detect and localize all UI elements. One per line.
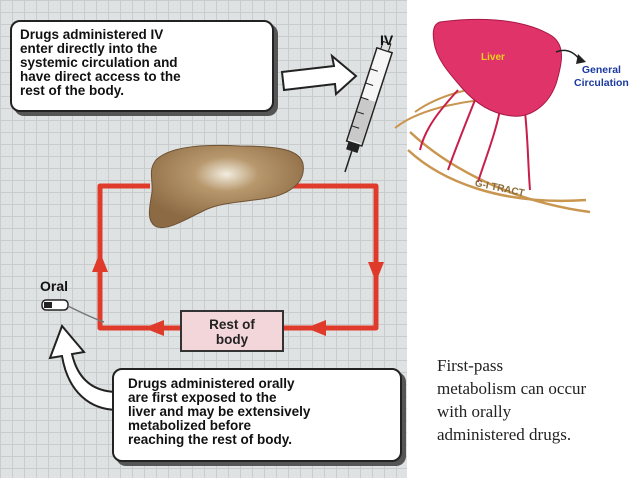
iv-callout: Drugs administered IV enter directly int… [10, 20, 274, 112]
iv-callout-line: have direct access to the [20, 69, 181, 84]
oral-callout-line: metabolized before [128, 418, 252, 433]
liver-shape [148, 144, 304, 228]
oral-label: Oral [40, 278, 69, 294]
caption-line: administered drugs. [437, 425, 572, 444]
iv-callout-line: systemic circulation and [20, 55, 178, 70]
liver-pink-shape [432, 18, 562, 117]
oral-callout: Drugs administered orally are first expo… [112, 368, 402, 462]
caption-line: First-pass [437, 356, 504, 375]
iv-callout-line: Drugs administered IV [20, 27, 164, 42]
oral-pointer-arrow [48, 324, 119, 412]
rest-of-body-line: Rest of [209, 317, 255, 332]
loop-arrowheads [92, 252, 384, 336]
rest-of-body-line: body [215, 332, 249, 347]
caption-line: with orally [437, 402, 512, 421]
portal-vessels [419, 89, 531, 191]
liver-label: Liver [481, 52, 505, 63]
arrow-left-icon-2 [306, 320, 326, 336]
oral-callout-line: liver and may be extensively [128, 404, 311, 419]
caption: First-pass metabolism can occur with ora… [437, 354, 637, 446]
rest-of-body-box: Rest of body [180, 310, 284, 352]
oral-callout-line: Drugs administered orally [128, 376, 295, 391]
oral-pill-icon [41, 299, 105, 323]
oral-callout-line: are first exposed to the [128, 390, 277, 405]
gi-tract-line-2 [407, 149, 587, 203]
caption-line: metabolism can occur [437, 379, 587, 398]
general-circulation-label: General Circulation [574, 64, 629, 90]
arrow-down-icon [368, 262, 384, 282]
general-circulation-line: Circulation [574, 77, 629, 89]
arrow-up-icon [92, 252, 108, 272]
arrow-left-icon [144, 320, 164, 336]
syringe-icon [344, 40, 394, 173]
circulation-loop [97, 183, 379, 331]
iv-callout-line: rest of the body. [20, 83, 125, 98]
first-pass-diagram [394, 18, 591, 214]
iv-label: IV [380, 32, 394, 48]
general-circulation-line: General [581, 64, 621, 76]
iv-callout-line: enter directly into the [20, 41, 158, 56]
loop-right-path [270, 183, 379, 331]
general-circulation-arrow-icon [576, 54, 586, 64]
oral-callout-line: reaching the rest of body. [128, 432, 293, 447]
iv-pointer-arrow [280, 53, 358, 97]
